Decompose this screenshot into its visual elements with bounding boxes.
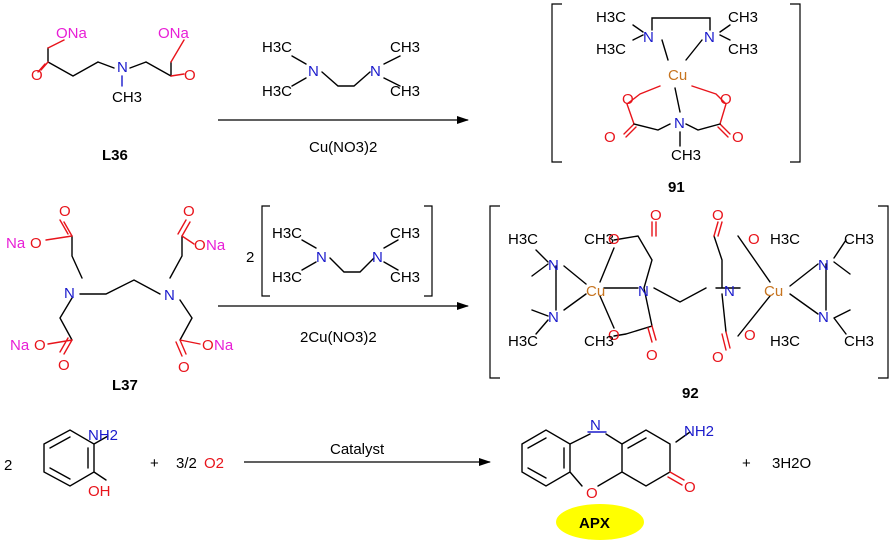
c92-n-left-center: N	[638, 283, 649, 300]
c92-o-carbonyl-top-left: O	[650, 207, 662, 224]
c92-ch3-top-right: CH3	[844, 231, 874, 248]
label-l36: L36	[102, 147, 128, 164]
c92-h3c-top-left: H3C	[508, 231, 538, 248]
apx-nh2: NH2	[684, 423, 714, 440]
c92-o-bottom-right: O	[744, 327, 756, 344]
l36-ona-right: ONa	[158, 25, 190, 42]
r3-o2: O2	[204, 455, 224, 472]
r3-plus-2: +	[742, 455, 751, 472]
reagent-2cu-nitrate: 2Cu(NO3)2	[300, 329, 377, 346]
aminophenol-oh: OH	[88, 483, 111, 500]
r3-plus-1: +	[150, 455, 159, 472]
c92-h3c-bottom-left: H3C	[508, 333, 538, 350]
c91-n-left: N	[643, 29, 654, 46]
c91-o-carbonyl-left: O	[604, 129, 616, 146]
c91-o-right: O	[720, 91, 732, 108]
c91-ch3-center: CH3	[671, 147, 701, 164]
c92-ch3-bottom-right: CH3	[844, 333, 874, 350]
l37-o-top-left: O	[59, 203, 71, 220]
r1-n-right: N	[370, 63, 381, 80]
reagent-cu-nitrate: Cu(NO3)2	[309, 139, 377, 156]
c92-ch3-top-left: CH3	[584, 231, 614, 248]
apx-n: N	[590, 417, 601, 434]
r3-catalyst: Catalyst	[330, 441, 385, 458]
r3-water: 3H2O	[772, 455, 811, 472]
l37-o-top-left-ester: O	[30, 235, 42, 252]
label-apx: APX	[579, 515, 610, 532]
c92-o-top-left: O	[608, 231, 620, 248]
r1-ch3-top: CH3	[390, 39, 420, 56]
l37-o-bottom-right: O	[178, 359, 190, 376]
l37-n-left: N	[64, 285, 75, 302]
r1-h3c-top: H3C	[262, 39, 292, 56]
l37-o-bottom-left: O	[58, 357, 70, 374]
l37-na-top-right: Na	[206, 237, 226, 254]
r2-h3c-bottom: H3C	[272, 269, 302, 286]
l37-na-top-left: Na	[6, 235, 26, 252]
r2-h3c-top: H3C	[272, 225, 302, 242]
r2-ch3-bottom: CH3	[390, 269, 420, 286]
c91-cu: Cu	[668, 67, 687, 84]
c92-n-right-top: N	[818, 257, 829, 274]
c92-n-left-top: N	[548, 257, 559, 274]
l37-o-bottom-left-ester: O	[34, 337, 46, 354]
label-92: 92	[682, 385, 699, 402]
c91-h3c-bottom: H3C	[596, 41, 626, 58]
l37-o-top-right-ester: O	[194, 237, 206, 254]
l37-n-right: N	[164, 287, 175, 304]
c91-n-center: N	[674, 115, 685, 132]
ligand-l36: ONa O N CH3 ONa O L36	[31, 25, 196, 164]
label-91: 91	[668, 179, 685, 196]
c92-o-carbonyl-bottom-left: O	[646, 347, 658, 364]
r2-coefficient: 2	[246, 249, 254, 266]
r2-n-left: N	[316, 249, 327, 266]
c91-ch3-bottom: CH3	[728, 41, 758, 58]
l37-na-bottom-right: Na	[214, 337, 234, 354]
c92-o-carbonyl-top-right: O	[712, 207, 724, 224]
c91-h3c-top: H3C	[596, 9, 626, 26]
r3-o2-coefficient: 3/2	[176, 455, 197, 472]
c92-n-left-bottom: N	[548, 309, 559, 326]
label-l37: L37	[112, 377, 138, 394]
apx-highlight	[556, 504, 644, 540]
c92-cu-right: Cu	[764, 283, 783, 300]
r1-h3c-bottom: H3C	[262, 83, 292, 100]
r2-n-right: N	[372, 249, 383, 266]
c92-cu-left: Cu	[586, 283, 605, 300]
c92-n-right-center: N	[724, 283, 735, 300]
l36-ona-left: ONa	[56, 25, 88, 42]
c92-ch3-bottom-left: CH3	[584, 333, 614, 350]
reaction-3: 2 NH2 OH + 3/2 O2 Catalyst N NH2 O O + 3…	[4, 417, 811, 540]
c91-n-right: N	[704, 29, 715, 46]
l36-o-carbonyl-left: O	[31, 67, 43, 84]
apx-o-carbonyl: O	[684, 479, 696, 496]
reaction-2-conditions: 2 H3C N H3C N CH3 CH3 2Cu(NO3)2	[218, 205, 469, 346]
c92-n-right-bottom: N	[818, 309, 829, 326]
complex-91: H3C N N CH3 H3C CH3 Cu O O N O O CH3 91	[551, 3, 801, 196]
r3-coefficient: 2	[4, 457, 12, 474]
c92-o-top-right: O	[748, 231, 760, 248]
c92-h3c-bottom-right: H3C	[770, 333, 800, 350]
r1-ch3-bottom: CH3	[390, 83, 420, 100]
c91-o-left: O	[622, 91, 634, 108]
complex-92: H3C CH3 O O N Cu N N O H3C CH3 O O O H3C…	[489, 205, 889, 402]
l37-o-top-right: O	[183, 203, 195, 220]
c91-o-carbonyl-right: O	[732, 129, 744, 146]
aminophenol-nh2: NH2	[88, 427, 118, 444]
r2-ch3-top: CH3	[390, 225, 420, 242]
l36-o-carbonyl-right: O	[184, 67, 196, 84]
c92-o-bottom-left: O	[608, 327, 620, 344]
ligand-l37: O O Na O O Na N N Na O O Na O O L37	[6, 203, 234, 394]
l36-ch3: CH3	[112, 89, 142, 106]
apx-o-ring: O	[586, 485, 598, 502]
l37-o-bottom-right-ester: O	[202, 337, 214, 354]
reaction-1-conditions: H3C N H3C N CH3 CH3 Cu(NO3)2	[218, 39, 469, 156]
c92-o-carbonyl-bottom-right: O	[712, 349, 724, 366]
l37-na-bottom-left: Na	[10, 337, 30, 354]
r1-n-left: N	[308, 63, 319, 80]
l36-n: N	[117, 59, 128, 76]
c91-ch3-top: CH3	[728, 9, 758, 26]
c92-h3c-top-right: H3C	[770, 231, 800, 248]
